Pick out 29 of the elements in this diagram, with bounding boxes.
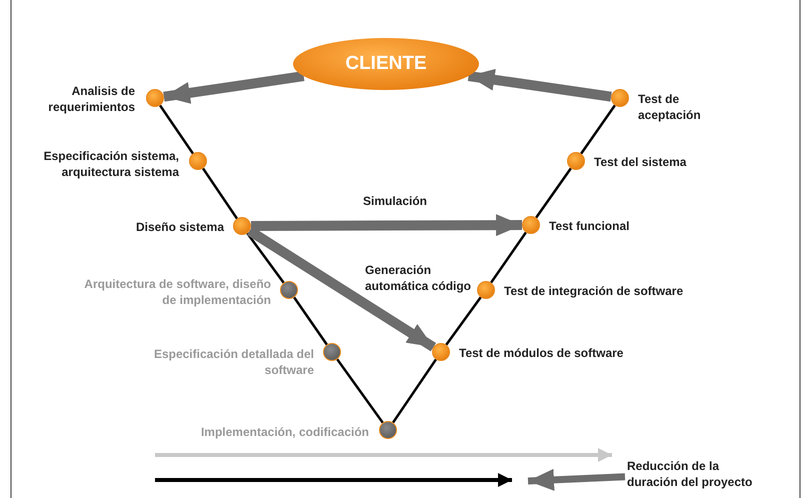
step-label: Diseño sistema [136, 219, 224, 235]
step-label: Implementación, codificación [200, 424, 369, 440]
step-label: Test de integración de software [504, 283, 684, 299]
v-line [445, 296, 482, 346]
step-label: Test de módulos de software [459, 345, 624, 361]
v-line [246, 232, 285, 284]
v-line [580, 104, 616, 154]
step-label: Test funcional [549, 218, 630, 234]
step-label: Analisis de requerimientos [47, 83, 135, 115]
v-line [535, 168, 572, 218]
edge-label: Simulación [362, 193, 428, 209]
v-line [490, 232, 527, 284]
block-arrow [468, 68, 612, 102]
edge-label: Generación automática código [365, 262, 472, 294]
client-ellipse: CLIENTE [293, 38, 479, 90]
v-line [202, 168, 238, 220]
note-text: Reducción de la duración del proyecto [627, 458, 757, 490]
block-arrow [250, 214, 522, 236]
v-line [336, 358, 384, 424]
step-label: Especificación detallada del software [152, 346, 314, 378]
step-label: Test de aceptación [638, 91, 702, 123]
v-line [293, 296, 328, 346]
step-label: Especificación sistema, arquitectura sistema [42, 148, 179, 180]
step-label: Arquitectura de software, diseño de implementación [83, 276, 271, 308]
block-arrow [528, 468, 626, 491]
v-line [159, 104, 194, 154]
block-arrow [163, 71, 304, 104]
step-label: Test del sistema [594, 154, 686, 170]
v-line [392, 358, 437, 424]
